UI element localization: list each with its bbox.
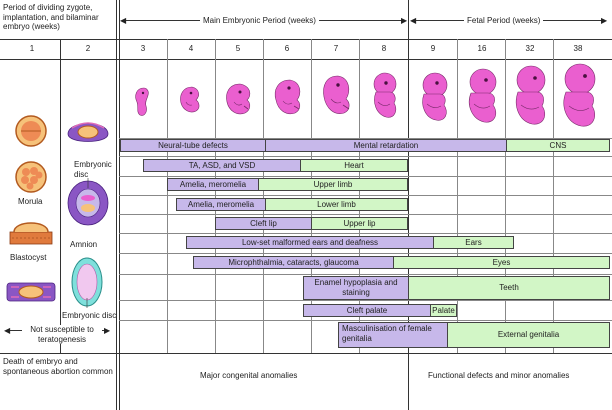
bar-ears: Ears (433, 236, 514, 249)
row-line (119, 320, 612, 321)
embryonic-period-border-a (116, 0, 117, 410)
week-label-38: 38 (573, 44, 583, 53)
bar-ta-asd-vsd: TA, ASD, and VSD (143, 159, 301, 172)
embryo-week-5 (226, 83, 251, 115)
embryo-week-3 (135, 87, 149, 116)
zygote-cleavage-illustration (15, 115, 47, 147)
week-label-5: 5 (235, 44, 241, 53)
embryonic-disc-bottom-illustration (71, 257, 103, 308)
row-line (119, 233, 612, 234)
footer-early-outcome: Death of embryo and spontaneous abortion… (3, 357, 113, 376)
bar-external-genitalia: External genitalia (447, 322, 610, 348)
bar-eyes: Eyes (393, 256, 610, 269)
week-divider-3-4 (167, 39, 168, 353)
week-divider-32-38 (553, 39, 554, 353)
week-divider-9-16 (457, 39, 458, 353)
embryo-week-4 (180, 86, 200, 113)
week-label-4: 4 (188, 44, 194, 53)
week-divider-16-32 (505, 39, 506, 353)
row-line (119, 176, 612, 177)
embryonic-period-title: Main Embryonic Period (weeks) (200, 16, 319, 26)
fetal-period-title: Fetal Period (weeks) (464, 16, 544, 26)
embryo-week-6 (274, 79, 301, 115)
bar-cleft-lip: Cleft lip (215, 217, 312, 230)
row-line (119, 253, 612, 254)
blastocyst-label: Blastocyst (10, 253, 47, 262)
bar-eye-defects: Microphthalmia, cataracts, glaucoma (193, 256, 394, 269)
bar-lower-limb: Lower limb (265, 198, 408, 211)
bar-teeth: Teeth (408, 276, 610, 300)
morula-illustration (15, 161, 47, 193)
row-line (119, 195, 612, 196)
embryonic-disc-bottom-label: Embryonic disc (62, 311, 117, 320)
bar-palate: Palate (430, 304, 457, 317)
not-susceptible-left-arrowhead: ◀ (4, 326, 11, 335)
bar-heart: Heart (300, 159, 408, 172)
row-line (119, 156, 612, 157)
week-label-2: 2 (85, 44, 91, 53)
week-divider-7-8 (359, 39, 360, 353)
embryo-week-8 (373, 72, 397, 118)
embryonic-right-arrowhead: ▶ (401, 16, 408, 25)
row-line (119, 138, 612, 139)
bar-upper-limb: Upper limb (258, 178, 408, 191)
bar-cns: CNS (506, 139, 610, 152)
week-label-16: 16 (477, 44, 487, 53)
implantation-illustration (6, 282, 56, 302)
week-label-9: 9 (430, 44, 436, 53)
week-divider-5-6 (263, 39, 264, 353)
week-row-top-line (0, 39, 612, 40)
embryo-week-7 (323, 75, 350, 114)
bar-enamel-hypoplasia: Enamel hypoplasia and staining (303, 276, 409, 300)
bar-ears-defects: Low-set malformed ears and deafness (186, 236, 434, 249)
blastocyst-illustration (9, 222, 53, 245)
fetus-week-32 (515, 65, 546, 125)
week-label-3: 3 (140, 44, 146, 53)
week-divider-6-7 (311, 39, 312, 353)
week-row-bottom-line (0, 59, 612, 60)
not-susceptible-label: Not susceptible to teratogenesis (22, 325, 102, 344)
amnion-illustration (67, 178, 109, 226)
pre-embryonic-period-title: Period of dividing zygote, implantation,… (3, 3, 99, 31)
bar-cleft-palate: Cleft palate (303, 304, 431, 317)
fetal-left-arrowhead: ◀ (410, 16, 417, 25)
fetal-right-arrowhead: ▶ (601, 16, 608, 25)
footer-top-line (0, 353, 612, 354)
bar-upper-lip: Upper lip (311, 217, 408, 230)
bar-mental-retardation: Mental retardation (265, 139, 507, 152)
embryonic-disc-top-label: Embryonic disc (74, 160, 112, 179)
bar-masculinisation: Masculinisation of female genitalia (338, 322, 448, 348)
embryonic-disc-top-illustration (67, 122, 109, 142)
fetal-period-border (408, 0, 409, 410)
embryonic-left-arrowhead: ◀ (120, 16, 127, 25)
fetus-week-38 (563, 63, 596, 127)
footer-fetal-outcome: Functional defects and minor anomalies (428, 371, 570, 380)
fetus-week-9 (422, 72, 448, 121)
week-label-7: 7 (333, 44, 339, 53)
embryonic-period-border-b (119, 0, 120, 410)
amnion-label: Amnion (70, 240, 98, 249)
bar-neural-tube-defects: Neural-tube defects (120, 139, 266, 152)
week-label-8: 8 (381, 44, 387, 53)
row-line (119, 300, 612, 301)
not-susceptible-right-arrowhead: ▶ (104, 326, 111, 335)
week-label-32: 32 (525, 44, 535, 53)
early-column-divider (60, 39, 61, 353)
week-label-1: 1 (29, 44, 35, 53)
fetus-week-16 (468, 68, 497, 123)
bar-upper-limb-amelia: Amelia, meromelia (167, 178, 259, 191)
row-line (119, 214, 612, 215)
week-label-6: 6 (284, 44, 290, 53)
row-line (119, 274, 612, 275)
week-divider-4-5 (215, 39, 216, 353)
bar-lower-limb-amelia: Amelia, meromelia (176, 198, 266, 211)
morula-label: Morula (18, 197, 43, 206)
footer-embryonic-outcome: Major congenital anomalies (200, 371, 298, 380)
